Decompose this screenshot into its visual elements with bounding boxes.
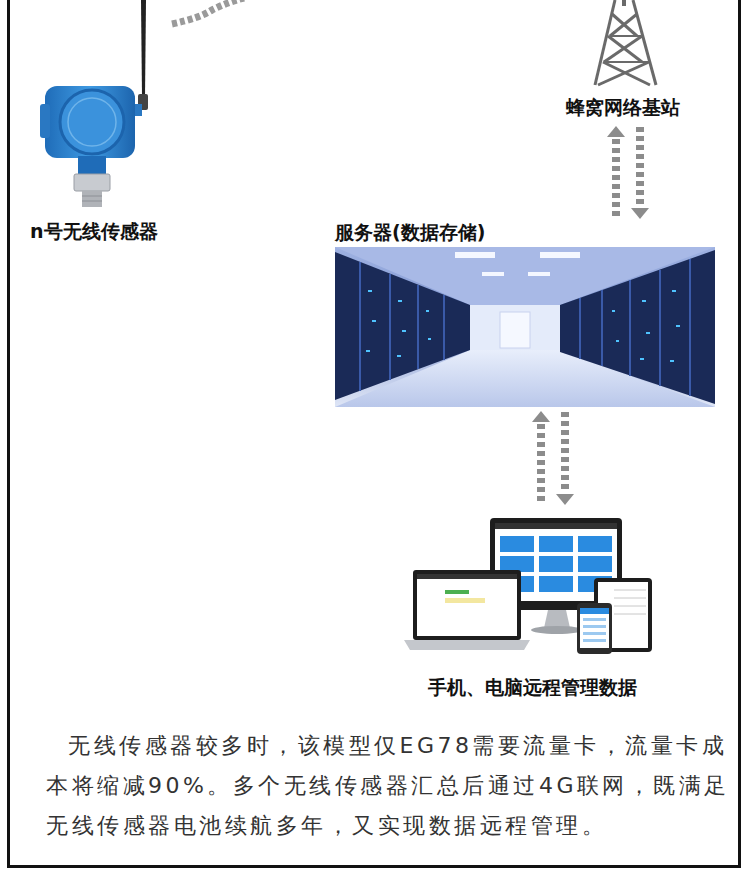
double-arrow-connector [607, 126, 649, 219]
server-node: 服务器(数据存储) [333, 220, 717, 410]
devices-node: 手机、电脑远程管理数据 [405, 506, 660, 702]
sensor-node: n号无线传感器 [25, 0, 185, 245]
cell-tower-figure [595, 0, 656, 85]
wireless-sensor-figure [40, 0, 148, 207]
double-arrow-connector [532, 411, 574, 505]
signal-dashes [172, 0, 244, 24]
node-heading: 蜂窝网络基站 [566, 95, 680, 119]
server-room-figure [335, 247, 715, 407]
arrowhead [631, 208, 649, 219]
node-heading: n号无线传感器 [30, 219, 158, 243]
devices-figure [404, 518, 652, 654]
node-heading: 手机、电脑远程管理数据 [428, 675, 637, 699]
arrowhead [607, 126, 625, 137]
node-heading: 服务器(数据存储) [335, 220, 485, 244]
arrowhead [532, 411, 550, 422]
tower-node: 蜂窝网络基站 [548, 0, 698, 125]
description-paragraph: 无线传感器较多时，该模型仅EG78需要流量卡，流量卡成本将缩减90%。多个无线传… [46, 726, 730, 846]
dashed-shaft [612, 139, 620, 218]
dashed-shaft [537, 424, 545, 504]
dashed-shaft [561, 412, 569, 492]
dashed-shaft [636, 127, 644, 206]
arrowhead [556, 494, 574, 505]
